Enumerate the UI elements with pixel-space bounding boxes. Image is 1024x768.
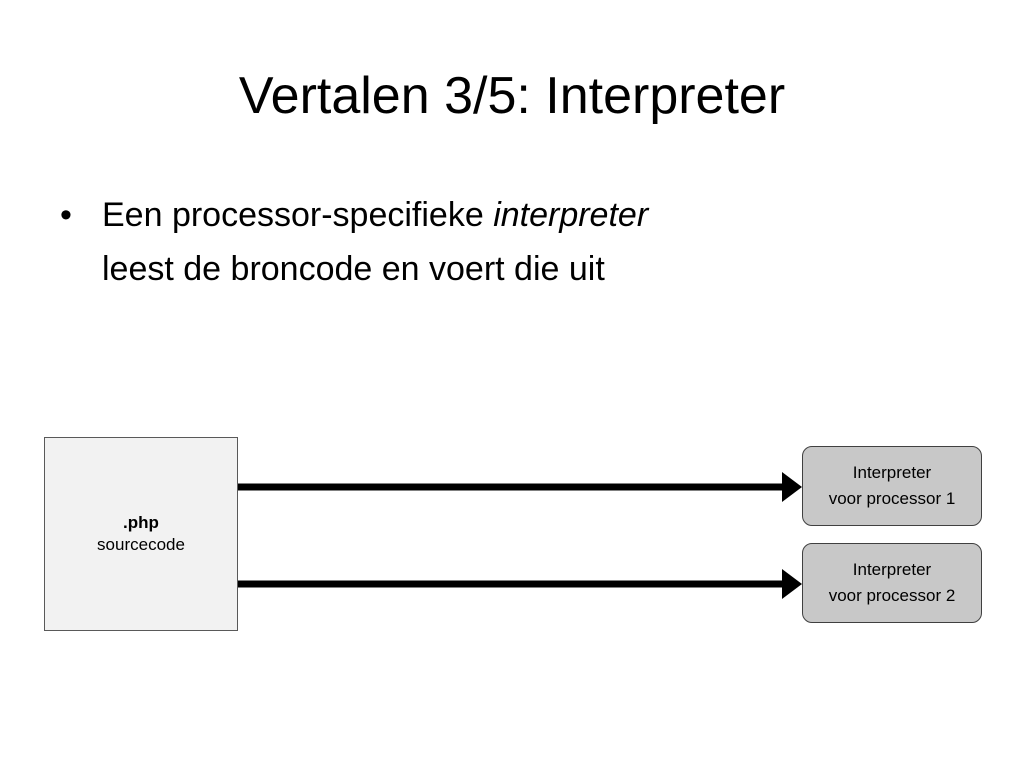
bullet-line-2: leest de broncode en voert die uit (102, 250, 605, 288)
arrowhead-2 (782, 569, 802, 599)
bullet-text-emphasis: interpreter (493, 196, 649, 234)
interpreter-box-1: Interpreter voor processor 1 (802, 446, 982, 526)
bullet-marker: • (60, 196, 72, 234)
source-box: .php sourcecode (44, 437, 238, 631)
bullet-text-prefix: Een processor-specifieke (102, 196, 494, 234)
bullet-line-1: Een processor-specifieke interpreter (102, 188, 960, 242)
interpreter-1-line-2: voor processor 1 (828, 489, 956, 508)
source-extension: .php (123, 513, 159, 532)
interpreter-2-line-2: voor processor 2 (828, 586, 956, 605)
source-label: sourcecode (97, 535, 185, 554)
interpreter-2-line-1: Interpreter (852, 560, 932, 579)
arrowhead-1 (782, 472, 802, 502)
interpreter-1-line-1: Interpreter (852, 463, 932, 482)
bullet-list: • Een processor-specifieke interpreter l… (60, 188, 960, 296)
slide-title: Vertalen 3/5: Interpreter (238, 67, 786, 125)
interpreter-box-2: Interpreter voor processor 2 (802, 543, 982, 623)
bullet-item: • Een processor-specifieke interpreter l… (60, 188, 960, 296)
